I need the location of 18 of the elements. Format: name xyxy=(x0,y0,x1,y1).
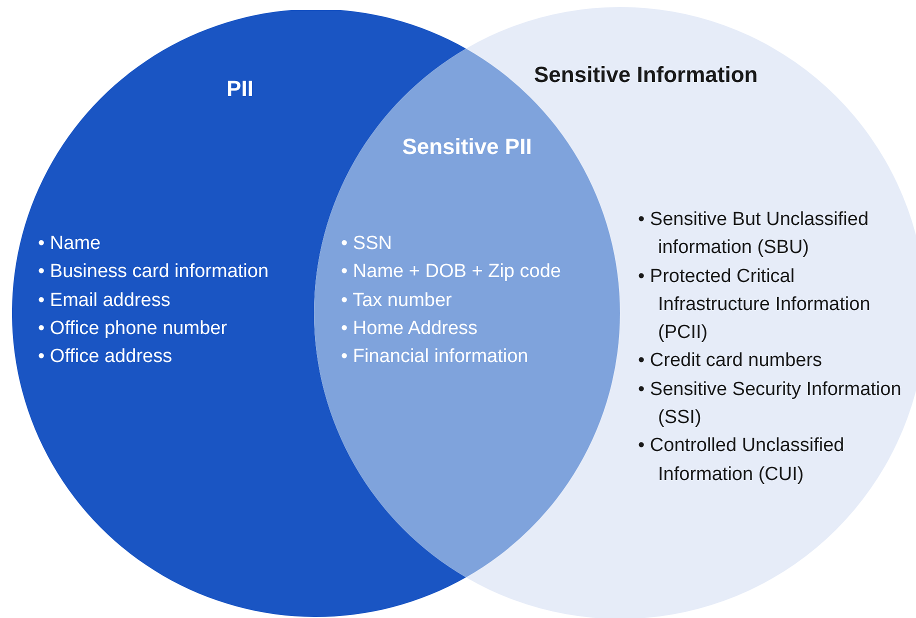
list-item: • Home Address xyxy=(341,316,479,341)
circle-heading: Sensitive Information xyxy=(534,62,758,88)
list-item: • Credit card numbers xyxy=(638,349,824,374)
list-item: • Controlled Unclassified Information (CUI) xyxy=(638,434,846,487)
list-item: • Financial information xyxy=(341,345,530,370)
list-item: • Office address xyxy=(38,345,174,370)
list-item: • Business card information xyxy=(38,260,270,284)
circle-heading: PII xyxy=(226,76,254,102)
list-item: • SSN xyxy=(341,232,393,256)
list-item: • Sensitive Security Information (SSI) xyxy=(638,378,902,430)
list-item: • Tax number xyxy=(341,288,453,313)
list-item: • Name xyxy=(38,232,102,256)
list-item: • Email address xyxy=(38,288,172,313)
list-item: • Office phone number xyxy=(38,316,228,341)
list-item: • Name + DOB + Zip code xyxy=(341,260,562,284)
circle-heading: Sensitive PII xyxy=(401,134,533,160)
list-item: • Protected Critical Infrastructure Information (PCII) xyxy=(638,264,872,346)
list-item: • Sensitive But Unclassified information (SBU) xyxy=(638,208,870,260)
